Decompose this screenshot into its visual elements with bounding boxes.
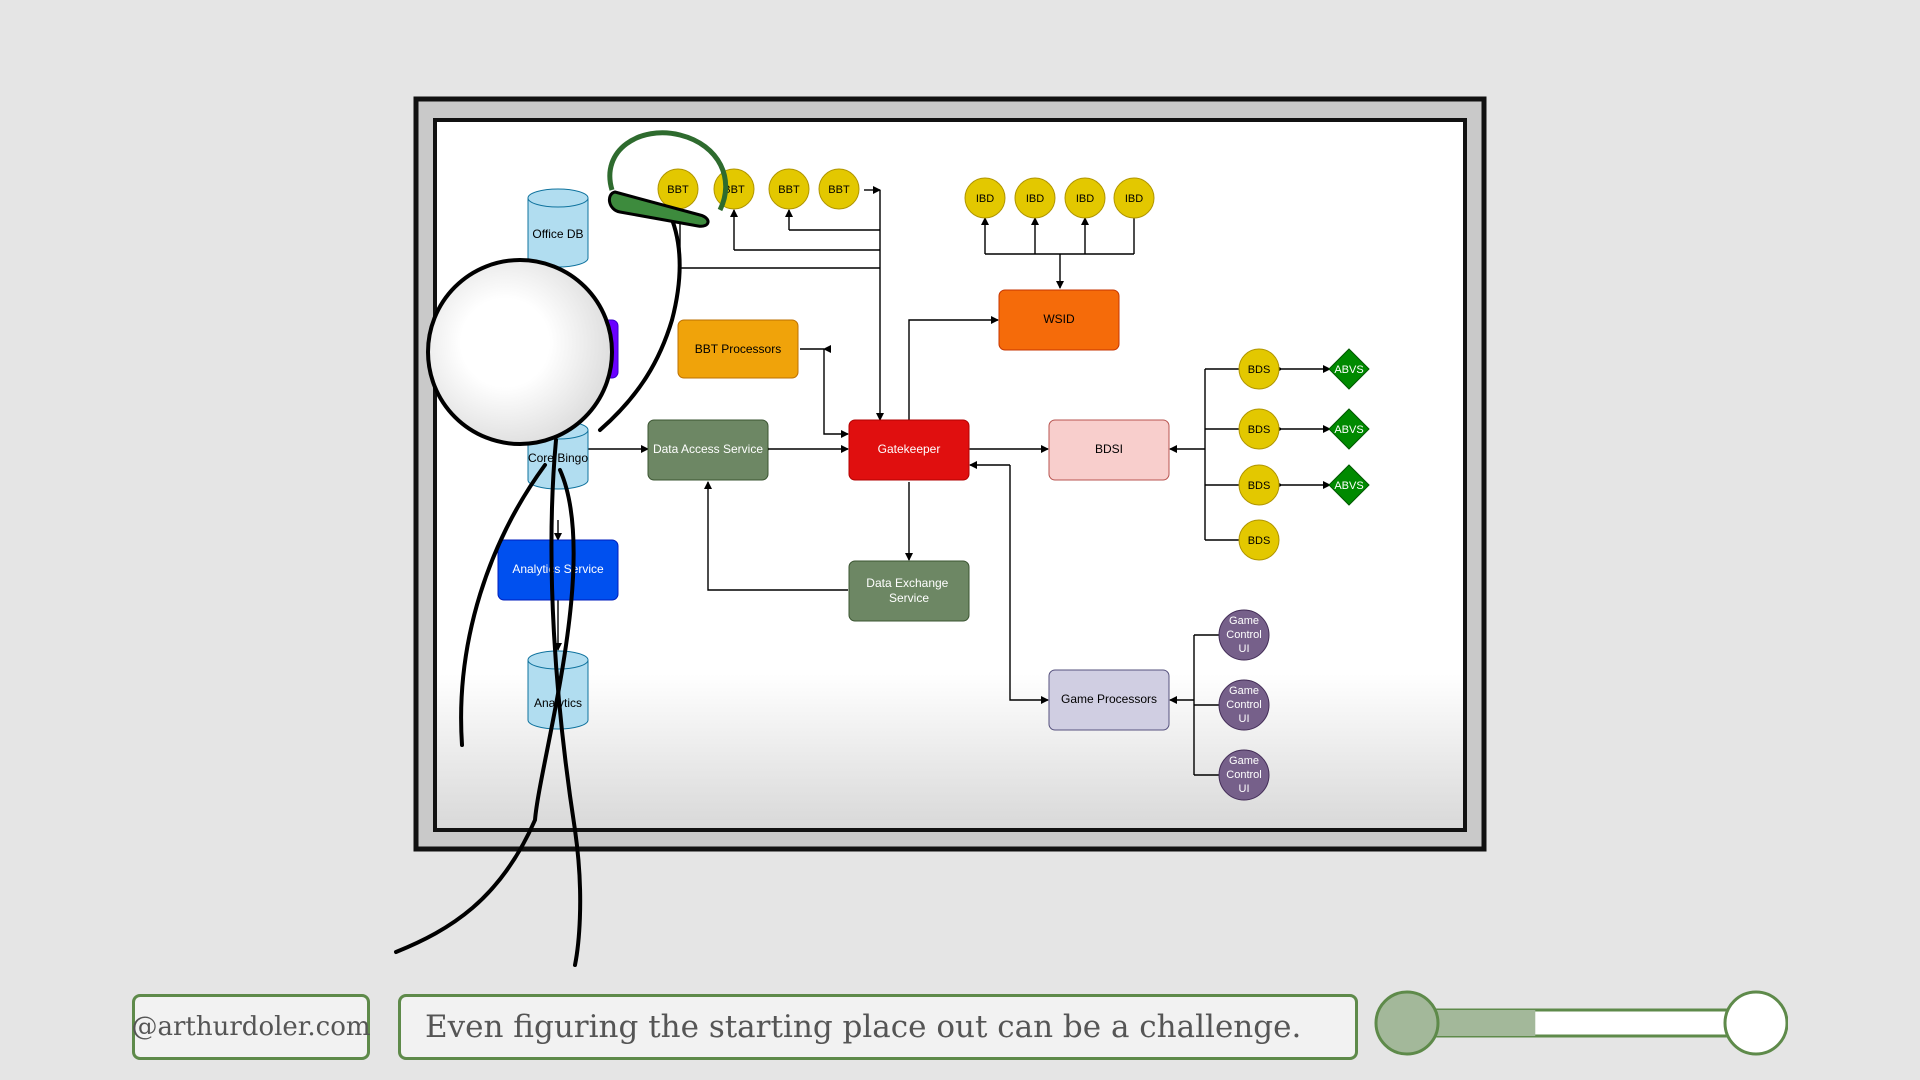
svg-text:Data Access Service: Data Access Service: [653, 442, 763, 456]
svg-text:IBD: IBD: [1076, 193, 1094, 205]
figure-head: [426, 258, 614, 446]
wsid-node: WSID: [998, 289, 1120, 351]
headset-wire: [598, 208, 682, 432]
svg-text:BBT: BBT: [723, 184, 745, 196]
ibd-nodes: IBD IBD IBD IBD: [964, 177, 1155, 219]
bbt-nodes: BBT BBT BBT BBT: [657, 168, 860, 210]
svg-text:BDS: BDS: [1248, 424, 1271, 436]
svg-text:WSID: WSID: [1043, 312, 1075, 326]
svg-text:IBD: IBD: [976, 193, 994, 205]
svg-text:IBD: IBD: [1125, 193, 1143, 205]
svg-text:Gatekeeper: Gatekeeper: [878, 442, 941, 456]
core-bingo-label: Core Bingo: [528, 451, 588, 465]
svg-text:BDS: BDS: [1248, 535, 1271, 547]
progress-end-knob: [1723, 990, 1788, 1056]
svg-text:BBT Processors: BBT Processors: [695, 342, 781, 356]
bbt-processors-node: BBT Processors: [677, 319, 799, 379]
figure-arm-left: [459, 463, 547, 747]
svg-text:ABVS: ABVS: [1334, 480, 1363, 492]
svg-text:Game Processors: Game Processors: [1061, 692, 1157, 706]
headset-icon: [607, 130, 729, 228]
svg-text:Data Exchange Service: Data Exchange Service: [866, 576, 951, 605]
diagram-connectors: [554, 186, 1331, 776]
svg-text:BBT: BBT: [828, 184, 850, 196]
svg-text:BBT: BBT: [667, 184, 689, 196]
comic-caption: Even figuring the starting place out can…: [398, 994, 1358, 1060]
data-exchange-service-node: Data Exchange Service: [848, 560, 970, 622]
data-exchange-line-1: Data Exchange: [866, 576, 948, 590]
progress-start-knob: [1374, 990, 1440, 1056]
figure-arm-right: [394, 468, 576, 954]
svg-text:BDS: BDS: [1248, 480, 1271, 492]
svg-text:BDSI: BDSI: [1095, 442, 1123, 456]
figure-body: [549, 438, 583, 967]
stick-figure: [394, 208, 682, 967]
office-db: Office DB: [527, 188, 589, 268]
author-handle: @arthurdoler.com: [132, 994, 371, 1060]
bds-nodes: BDS BDS BDS BDS: [1238, 348, 1280, 561]
abvs-nodes: ABVS ABVS ABVS: [1328, 348, 1370, 506]
gatekeeper-node: Gatekeeper: [848, 419, 970, 481]
progress-bar: [1374, 990, 1788, 1056]
svg-text:IBD: IBD: [1026, 193, 1044, 205]
data-access-service-node: Data Access Service: [647, 419, 769, 481]
svg-text:ABVS: ABVS: [1334, 424, 1363, 436]
svg-text:Analytics Service: Analytics Service: [512, 562, 604, 576]
office-db-label: Office DB: [532, 227, 583, 241]
game-processors-node: Game Processors: [1048, 669, 1170, 731]
bdsi-node: BDSI: [1048, 419, 1170, 481]
svg-text:ABVS: ABVS: [1334, 364, 1363, 376]
svg-text:BBT: BBT: [778, 184, 800, 196]
analytics-service-node: Analytics Service: [497, 539, 619, 601]
data-exchange-line-2: Service: [889, 591, 929, 605]
svg-text:BDS: BDS: [1248, 364, 1271, 376]
whiteboard: [413, 96, 1487, 852]
